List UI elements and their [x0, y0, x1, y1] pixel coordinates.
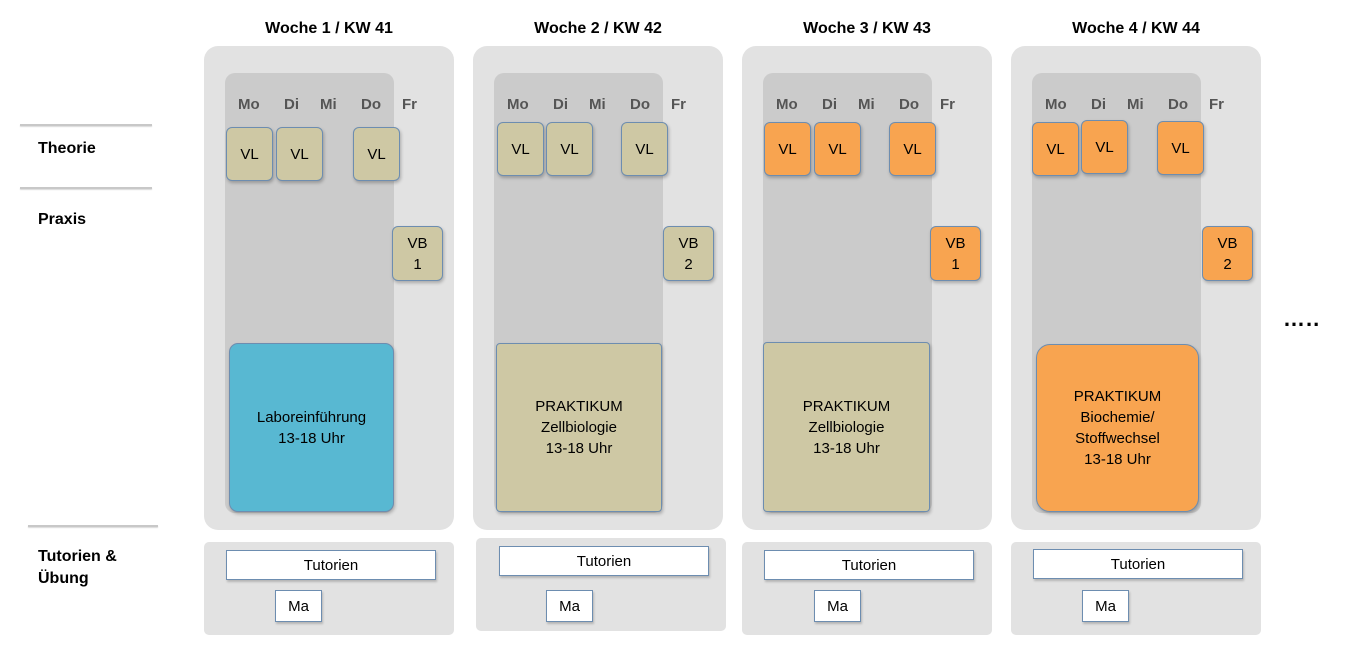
vl-box-di: VL: [276, 127, 323, 181]
ma-box: Ma: [814, 590, 861, 622]
tutorien-box: Tutorien: [226, 550, 436, 580]
vl-box-mo: VL: [1032, 122, 1079, 176]
day-label-fr: Fr: [402, 96, 417, 113]
praktikum-box: PRAKTIKUM Zellbiologie 13-18 Uhr: [496, 343, 662, 512]
praktikum-box: Laboreinführung 13-18 Uhr: [229, 343, 394, 512]
vb-number: 1: [413, 255, 422, 273]
vl-box-di: VL: [814, 122, 861, 176]
day-label-mi: Mi: [320, 96, 337, 113]
day-label-mo: Mo: [1045, 96, 1067, 113]
week-title: Woche 2 / KW 42: [534, 20, 662, 37]
vl-box-mo: VL: [226, 127, 273, 181]
row-label-tutorien: Tutorien & Übung: [38, 546, 117, 590]
tutorien-box: Tutorien: [499, 546, 709, 576]
vl-box-mo: VL: [497, 122, 544, 176]
vl-box-di: VL: [1081, 120, 1128, 174]
praktikum-line-1: PRAKTIKUM: [802, 397, 891, 415]
vb-box: VB 1: [930, 226, 981, 281]
day-label-do: Do: [1168, 96, 1188, 113]
praktikum-line-1: Laboreinführung: [256, 408, 367, 426]
vb-label: VB: [678, 234, 699, 252]
day-label-mo: Mo: [776, 96, 798, 113]
week-4: Woche 4 / KW 44 Mo Di Mi Do Fr VL VL VL …: [1011, 0, 1261, 668]
day-label-mo: Mo: [507, 96, 529, 113]
vl-box-do: VL: [353, 127, 400, 181]
week-title: Woche 3 / KW 43: [803, 20, 931, 37]
week-title: Woche 1 / KW 41: [265, 20, 393, 37]
praktikum-line-2: Zellbiologie: [541, 419, 617, 436]
day-label-mi: Mi: [589, 96, 606, 113]
tutorien-box: Tutorien: [1033, 549, 1243, 579]
day-label-do: Do: [361, 96, 381, 113]
day-label-di: Di: [1091, 96, 1106, 113]
day-label-di: Di: [553, 96, 568, 113]
ma-box: Ma: [546, 590, 593, 622]
separator-praxis-tutorien: [28, 525, 158, 527]
tutorien-box: Tutorien: [764, 550, 974, 580]
praktikum-line-1: PRAKTIKUM: [535, 398, 623, 415]
praktikum-box: PRAKTIKUM Zellbiologie 13-18 Uhr: [763, 342, 930, 512]
praktikum-line-1: PRAKTIKUM: [1073, 388, 1162, 405]
week-title: Woche 4 / KW 44: [1072, 20, 1200, 37]
vl-box-di: VL: [546, 122, 593, 176]
separator-theorie-praxis: [20, 187, 152, 189]
vb-box: VB 2: [663, 226, 714, 281]
praktikum-line-3: 13-18 Uhr: [813, 439, 880, 457]
praktikum-box: PRAKTIKUM Biochemie/ Stoffwechsel 13-18 …: [1036, 344, 1199, 512]
ma-box: Ma: [1082, 590, 1129, 622]
week-3: Woche 3 / KW 43 Mo Di Mi Do Fr VL VL VL …: [742, 0, 992, 668]
vb-number: 2: [1223, 255, 1232, 273]
row-label-tutorien-line2: Übung: [38, 570, 89, 587]
day-label-fr: Fr: [1209, 96, 1224, 113]
day-label-di: Di: [822, 96, 837, 113]
vb-label: VB: [945, 234, 966, 252]
row-label-theorie: Theorie: [38, 140, 96, 157]
praktikum-line-2: Zellbiologie: [808, 418, 885, 436]
vb-number: 2: [684, 255, 693, 273]
row-label-tutorien-line1: Tutorien &: [38, 548, 117, 565]
separator-top: [20, 124, 152, 126]
day-label-fr: Fr: [671, 96, 686, 113]
vl-box-do: VL: [889, 122, 936, 176]
day-label-do: Do: [630, 96, 650, 113]
day-label-fr: Fr: [940, 96, 955, 113]
day-label-mi: Mi: [858, 96, 875, 113]
vb-box: VB 1: [392, 226, 443, 281]
day-label-di: Di: [284, 96, 299, 113]
ma-box: Ma: [275, 590, 322, 622]
praktikum-line-4: 13-18 Uhr: [1084, 451, 1151, 468]
praktikum-line-2: 13-18 Uhr: [278, 429, 345, 447]
praktikum-line-2: Biochemie/: [1080, 409, 1155, 426]
row-label-praxis: Praxis: [38, 211, 87, 228]
week-1: Woche 1 / KW 41 Mo Di Mi Do Fr VL VL VL …: [204, 0, 454, 668]
vb-label: VB: [1217, 234, 1238, 252]
week-2: Woche 2 / KW 42 Mo Di Mi Do Fr VL VL VL …: [473, 0, 726, 668]
day-label-mi: Mi: [1127, 96, 1144, 113]
vb-number: 1: [951, 255, 960, 273]
praktikum-line-3: Stoffwechsel: [1075, 430, 1160, 447]
day-label-do: Do: [899, 96, 919, 113]
day-label-mo: Mo: [238, 96, 260, 113]
praktikum-line-3: 13-18 Uhr: [545, 440, 613, 457]
more-weeks-ellipsis: …..: [1283, 306, 1321, 331]
vl-box-do: VL: [1157, 121, 1204, 175]
vb-label: VB: [407, 234, 428, 252]
vb-box: VB 2: [1202, 226, 1253, 281]
vl-box-do: VL: [621, 122, 668, 176]
vl-box-mo: VL: [764, 122, 811, 176]
